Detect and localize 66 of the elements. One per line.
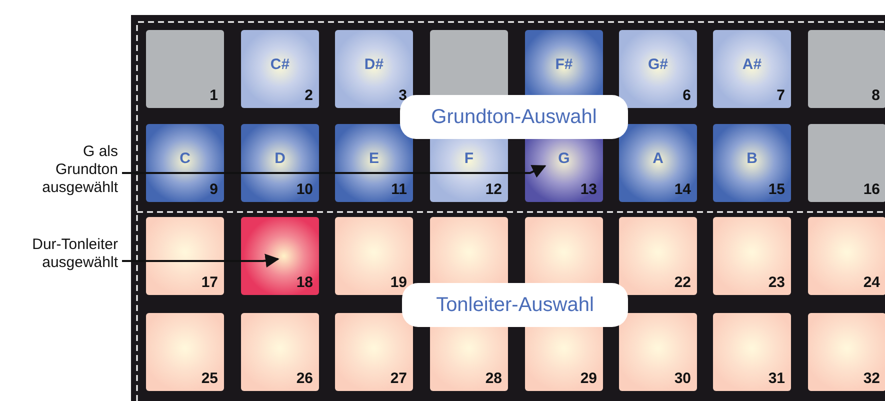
pad-number: 25 [201, 368, 218, 388]
pad-number: 17 [201, 272, 218, 292]
pad-number: 26 [296, 368, 313, 388]
pad-number: 12 [485, 180, 502, 200]
pad [713, 30, 791, 108]
leader-arrow [122, 164, 546, 178]
note-label: A# [741, 55, 763, 75]
pad [619, 30, 697, 108]
pad-number: 29 [580, 368, 597, 388]
pad-number: 9 [210, 180, 218, 200]
note-label: C [178, 149, 192, 169]
note-label: A [652, 149, 664, 169]
pad-number: 8 [872, 86, 880, 106]
leader-arrow [122, 254, 280, 268]
pad [713, 217, 791, 295]
pad-number: 24 [863, 272, 880, 292]
pad [146, 313, 224, 391]
pad-number: 7 [776, 86, 785, 106]
pad [619, 217, 697, 295]
pad-number: 28 [485, 368, 502, 388]
note-label: D [274, 149, 286, 169]
annotation-text: G als Grundton ausgewählt [20, 143, 118, 197]
pad-number: 22 [674, 272, 691, 292]
note-label: G# [646, 55, 669, 75]
pad-number: 1 [210, 86, 218, 106]
pad [241, 30, 319, 108]
note-label: B [746, 149, 758, 169]
pad [808, 217, 885, 295]
pad [335, 313, 413, 391]
pad [619, 313, 697, 391]
pad [808, 313, 885, 391]
pad [146, 30, 224, 108]
note-label: F [463, 149, 475, 169]
note-label: G [557, 149, 571, 169]
pad-number: 13 [580, 180, 597, 200]
pad [713, 124, 791, 202]
pad [335, 217, 413, 295]
pad [241, 313, 319, 391]
note-label: C# [269, 55, 291, 75]
pad-number: 14 [674, 180, 691, 200]
note-label: E [368, 149, 380, 169]
pad-number: 30 [674, 368, 691, 388]
pad-number: 18 [296, 272, 313, 292]
note-label: F# [554, 55, 574, 75]
pad-number: 6 [682, 86, 691, 106]
pad [619, 124, 697, 202]
pad [241, 124, 319, 202]
pad-number: 11 [391, 180, 407, 200]
pad [146, 124, 224, 202]
pad [808, 124, 885, 202]
pad-number: 31 [768, 368, 785, 388]
pad [241, 217, 319, 295]
pad-number: 16 [863, 180, 880, 200]
pad [146, 217, 224, 295]
pad-number: 10 [296, 180, 313, 200]
pad-number: 32 [863, 368, 880, 388]
pad [808, 30, 885, 108]
pad-number: 2 [304, 86, 313, 106]
pad-number: 15 [768, 180, 785, 200]
pad-number: 23 [768, 272, 785, 292]
pad [335, 30, 413, 108]
pad-number: 27 [390, 368, 407, 388]
pad [713, 313, 791, 391]
annotation-text: Dur-Tonleiter ausgewählt [0, 236, 118, 272]
note-label: D# [363, 55, 385, 75]
pad [335, 124, 413, 202]
